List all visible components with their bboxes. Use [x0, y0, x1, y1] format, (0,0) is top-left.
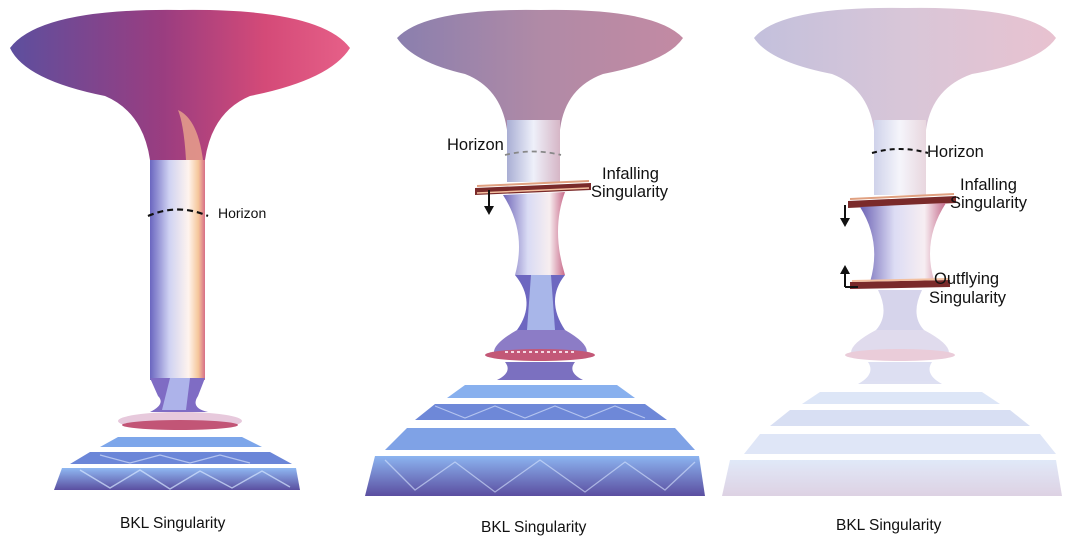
bkl-base: [365, 385, 705, 496]
throat-tube: [150, 160, 205, 380]
horizon-label: Horizon: [218, 205, 267, 221]
down-arrow-icon: [484, 190, 494, 215]
funnel-top: [754, 7, 1056, 190]
infalling-singularity-label-line2: Singularity: [591, 183, 669, 201]
panel-1-figure: [10, 9, 350, 490]
infalling-singularity-label-line1: Infalling: [602, 165, 659, 183]
faded-lower-structure: [845, 290, 955, 384]
horizon-ring: [504, 150, 562, 156]
panel-3-infalling-and-outflying-singularity: Horizon Infalling Singularity Outflying …: [710, 0, 1065, 548]
outflying-singularity-label-line1: Outflying: [934, 270, 1000, 288]
horizon-ring: [147, 208, 209, 218]
interior-throat: [860, 203, 946, 282]
infalling-singularity-label-line1: Infalling: [960, 176, 1017, 194]
infalling-singularity-label-line2: Singularity: [950, 194, 1028, 212]
interior-throat: [503, 192, 565, 275]
bkl-caption: BKL Singularity: [481, 519, 587, 536]
infalling-singularity-disk: [475, 180, 591, 195]
bkl-caption: BKL Singularity: [836, 517, 942, 534]
panel-2-infalling-singularity: Horizon Infalling Singularity BKL Singul…: [355, 0, 710, 548]
horizon-label: Horizon: [927, 143, 984, 161]
bulge: [493, 330, 587, 356]
bkl-base: [722, 392, 1062, 496]
outer-tube: [874, 120, 926, 195]
outflying-singularity-disk: [850, 278, 950, 289]
funnel-top: [397, 9, 683, 180]
bkl-caption: BKL Singularity: [120, 515, 226, 532]
horizon-ring: [871, 148, 929, 154]
down-arrow-icon: [840, 205, 850, 227]
bkl-base: [54, 437, 300, 490]
panel-3-figure: [722, 7, 1062, 496]
outflying-singularity-label-line2: Singularity: [929, 289, 1007, 307]
panel-1-classic-black-hole: Horizon BKL Singularity: [0, 0, 355, 548]
horizon-label: Horizon: [447, 136, 504, 154]
infalling-singularity-disk: [848, 193, 956, 208]
up-arrow-icon: [840, 265, 858, 288]
panel-2-figure: [365, 9, 705, 496]
